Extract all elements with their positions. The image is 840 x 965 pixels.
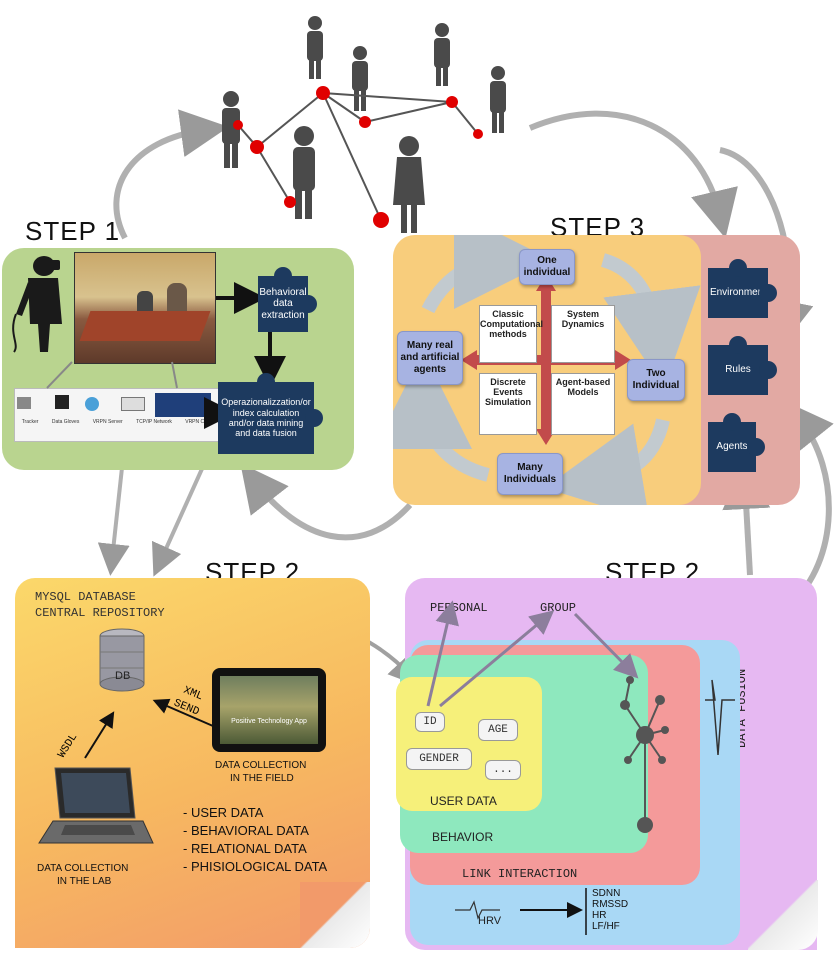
database-icon — [99, 628, 145, 692]
user-data-layer — [396, 677, 542, 811]
hrv-metric: HR — [592, 910, 607, 921]
field-line1: DATA COLLECTION — [215, 760, 307, 771]
chart-classic: Classic Computational methods — [479, 305, 543, 363]
behavior-label: BEHAVIOR — [432, 830, 494, 844]
step2-left-arrows — [84, 698, 214, 759]
two-individual-box: Two Individual — [627, 359, 685, 401]
lab-line1: DATA COLLECTION — [37, 863, 129, 874]
hrv-metric: RMSSD — [592, 899, 629, 910]
page-curl-left — [300, 882, 370, 948]
id-tag: ID — [415, 712, 445, 732]
agents-puzzle: Agents — [708, 413, 765, 472]
data-list-item: - BEHAVIORAL DATA — [183, 823, 309, 838]
pipeline-strip: Tracker Data Gloves VRPN Server TCP/IP N… — [14, 388, 221, 442]
chart-agent-based: Agent-based Models — [551, 373, 615, 435]
hrv-metric: SDNN — [592, 888, 621, 899]
behavioral-extraction-text: Behavioral data extraction — [259, 286, 307, 321]
age-tag: AGE — [478, 719, 518, 741]
rules-puzzle: Rules — [708, 336, 777, 395]
hrv-metrics: SDNN RMSSD HR LF/HF — [592, 888, 628, 932]
data-list-item: - RELATIONAL DATA — [183, 841, 307, 856]
pipeline-label: TCP/IP Network — [136, 419, 172, 425]
hrv-metric: LF/HF — [592, 921, 620, 932]
tablet-device: Positive Technology App — [212, 668, 326, 752]
page-curl-right — [748, 880, 818, 950]
pipeline-labels: Tracker Data Gloves VRPN Server TCP/IP N… — [15, 419, 220, 425]
chart-system-dynamics: System Dynamics — [551, 305, 615, 363]
data-list: - USER DATA - BEHAVIORAL DATA - RELATION… — [183, 804, 327, 876]
db-title-line1: MYSQL DATABASE — [35, 590, 136, 604]
gender-tag: GENDER — [406, 748, 472, 770]
user-data-label: USER DATA — [430, 794, 497, 808]
step3-panel: Classic Computational methods System Dyn… — [393, 235, 701, 505]
chart-discrete-events: Discrete Events Simulation — [479, 373, 537, 435]
field-line2: IN THE FIELD — [230, 773, 294, 784]
step2-left-panel: MYSQL DATABASE CENTRAL REPOSITORY DB XML… — [15, 578, 370, 948]
tablet-screen: Positive Technology App — [220, 676, 318, 744]
pipeline-label: Tracker — [21, 419, 39, 425]
operaz-puzzle: Operazionalizzation/or index calculation… — [218, 373, 323, 454]
operaz-text: Operazionalizzation/or index calculation… — [221, 397, 311, 439]
social-network-illustration — [222, 16, 506, 233]
data-list-item: - PHISIOLOGICAL DATA — [183, 859, 328, 874]
step1-label: STEP 1 — [25, 216, 121, 246]
hrv-label: HRV — [478, 915, 502, 927]
many-real-agents-box: Many real and artificial agents — [397, 331, 463, 385]
vr-user-silhouette — [12, 256, 62, 353]
many-individuals-box: Many Individuals — [497, 453, 563, 495]
link-interaction-label: LINK INTERACTION — [462, 867, 578, 881]
environment-puzzle: Environment — [708, 259, 777, 318]
pipeline-label: Data Gloves — [51, 419, 80, 425]
pipeline-label: VRPN Server — [92, 419, 123, 425]
db-label: DB — [115, 670, 131, 682]
tablet-caption: Positive Technology App — [231, 718, 307, 725]
db-title-line2: CENTRAL REPOSITORY — [35, 606, 165, 620]
behavioral-extraction-puzzle: Behavioral data extraction — [258, 267, 317, 332]
pipeline-label: VRPN Client — [185, 419, 214, 425]
lab-line2: IN THE LAB — [57, 876, 112, 887]
step1-panel: Tracker Data Gloves VRPN Server TCP/IP N… — [2, 248, 354, 470]
dots-tag: ... — [485, 760, 521, 780]
one-individual-box: One individual — [519, 249, 575, 285]
vr-scene-image — [74, 252, 216, 364]
laptop-icon — [38, 767, 154, 844]
data-list-item: - USER DATA — [183, 805, 264, 820]
cycle-arrows — [393, 235, 701, 505]
